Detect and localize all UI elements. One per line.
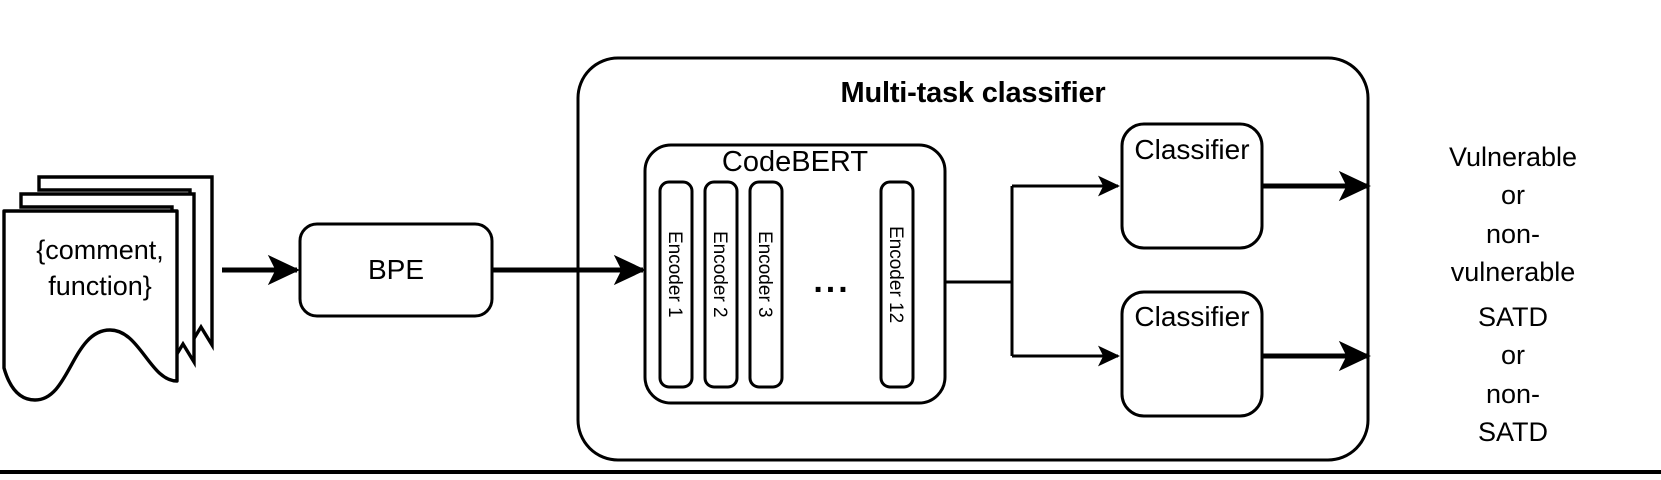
encoder-label-12: Encoder 12 [885, 226, 906, 324]
encoder-label-3: Encoder 3 [754, 231, 775, 318]
bpe-label: BPE [367, 254, 425, 285]
output-label-vulnerability: Vulnerable or non- vulnerable [1448, 142, 1578, 287]
classifier-label-satd: Classifier [1134, 301, 1250, 332]
document-stack-icon [2, 175, 214, 402]
encoder-box-12 [879, 180, 915, 389]
page-title: Multi-task classifier [840, 77, 1106, 109]
classifier-label-vulnerability: Classifier [1134, 134, 1250, 165]
encoder-ellipsis: ... [813, 262, 851, 300]
codebert-label: CodeBERT [721, 146, 869, 178]
input-document-label: {comment, function} [36, 235, 164, 302]
multitask-classifier-container [576, 56, 1370, 462]
encoder-box-2 [703, 180, 739, 389]
encoder-box-3 [748, 180, 784, 389]
encoder-box-1 [658, 180, 694, 389]
encoder-label-1: Encoder 1 [664, 231, 685, 318]
codebert-container [643, 143, 947, 405]
document-sheet-front [2, 209, 179, 402]
output-label-satd: SATD or non- SATD [1477, 302, 1548, 447]
classifier-fork-connector [945, 175, 1120, 367]
encoder-label-2: Encoder 2 [709, 231, 730, 318]
